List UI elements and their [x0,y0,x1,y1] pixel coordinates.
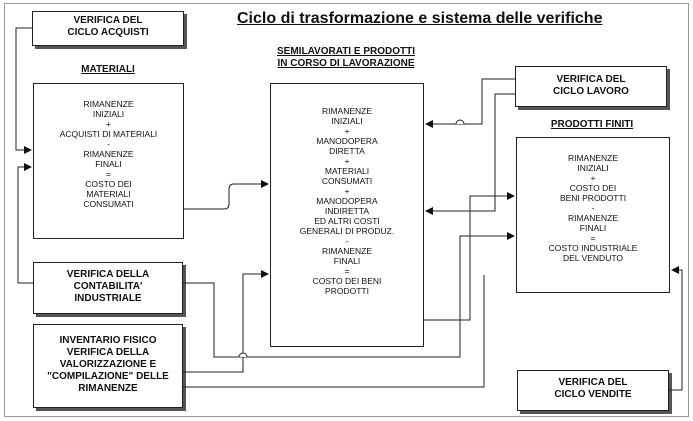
connector-lavoro-semilavorati-2 [425,93,515,215]
connector-inventario-right [183,275,485,388]
connector-contabilita-materiali [17,163,33,284]
verifica-ciclo-lavoro-text: VERIFICA DEL CICLO LAVORO [553,74,629,97]
materiali-line: ACQUISTI DI MATERIALI [59,129,158,139]
semilavorati-line: + [344,186,350,196]
connector-acquisti-materiali [15,27,32,154]
materiali-line: + [106,119,111,129]
verifica-ciclo-acquisti-text: VERIFICA DEL CICLO ACQUISTI [67,15,149,38]
connector-vendite-prodotti [669,266,683,391]
semilavorati-line: + [344,156,350,166]
semilavorati-line: GENERALI DI PRODUZ. [299,226,395,236]
prodotti-finiti-line: RIMANENZE [567,153,619,163]
materiali-line: FINALI [95,159,122,169]
prodotti-finiti-line: DEL VENDUTO [563,253,623,263]
prodotti-finiti-box [516,137,670,293]
semilavorati-line: CONSUMATI [321,176,373,186]
prodotti-finiti-line: COSTO INDUSTRIALE [548,243,638,253]
prodotti-finiti-line: RIMANENZE [567,213,619,223]
inventario-fisico-box [33,324,183,408]
semilavorati-box [270,83,424,347]
verifica-ciclo-vendite-box [517,370,669,411]
materiali-line: - [107,139,110,149]
materiali-line: = [106,169,111,179]
materiali-line: RIMANENZE [83,99,134,109]
prodotti-finiti-line: - [591,203,595,213]
connector-lavoro-semilavorati-1 [425,78,515,128]
semilavorati-line: = [344,266,350,276]
connector-semilavorati-prodotti [424,192,515,321]
verifica-contabilita-box [33,262,183,314]
verifica-ciclo-acquisti-box [32,11,184,46]
prodotti-finiti-line: COSTO DEI [569,183,617,193]
prodotti-finiti-heading: PRODOTTI FINITI [550,119,634,130]
semilavorati-line: MANODOPERA [316,196,378,206]
diagram-title: Ciclo di trasformazione e sistema delle … [237,10,603,27]
verifica-ciclo-vendite-text: VERIFICA DEL CICLO VENDITE [554,377,632,400]
semilavorati-line: MANODOPERA [316,136,378,146]
materiali-line: RIMANENZE [83,149,134,159]
materiali-line: COSTO DEI [85,179,132,189]
semilavorati-line: MATERIALI [324,166,370,176]
semilavorati-line: - [345,236,349,246]
semilavorati-line: + [344,126,350,136]
semilavorati-line: COSTO DEI BENI [312,276,382,286]
materiali-heading: MATERIALI [81,64,135,75]
inventario-fisico-text: INVENTARIO FISICO VERIFICA DELLA VALORIZ… [47,335,169,394]
materiali-line: CONSUMATI [83,199,134,209]
semilavorati-line: RIMANENZE [321,246,373,256]
semilavorati-line: INDIRETTA [324,206,370,216]
materiali-line: INIZIALI [92,109,125,119]
prodotti-finiti-line: BENI PRODOTTI [559,193,627,203]
prodotti-finiti-line: + [590,173,596,183]
prodotti-finiti-line: = [590,233,596,243]
connector-contabilita-right [183,232,515,358]
materiali-line: MATERIALI [86,189,131,199]
semilavorati-line: INIZIALI [331,116,363,126]
materiali-box [33,83,184,239]
semilavorati-line: ED ALTRI COSTI [314,216,380,226]
prodotti-finiti-line: FINALI [579,223,607,233]
semilavorati-line: PRODOTTI [325,286,369,296]
semilavorati-line: DIRETTA [329,146,365,156]
verifica-contabilita-text: VERIFICA DELLA CONTABILITA' INDUSTRIALE [66,269,150,304]
verifica-ciclo-lavoro-box [515,66,667,107]
connector-inventario-semilavorati [183,270,269,373]
semilavorati-line: FINALI [333,256,361,266]
semilavorati-line: RIMANENZE [321,106,373,116]
connector-materiali-semilavorati [184,180,269,210]
prodotti-finiti-line: INIZIALI [577,163,609,173]
semilavorati-heading: SEMILAVORATI E PRODOTTI IN CORSO DI LAVO… [277,46,415,69]
